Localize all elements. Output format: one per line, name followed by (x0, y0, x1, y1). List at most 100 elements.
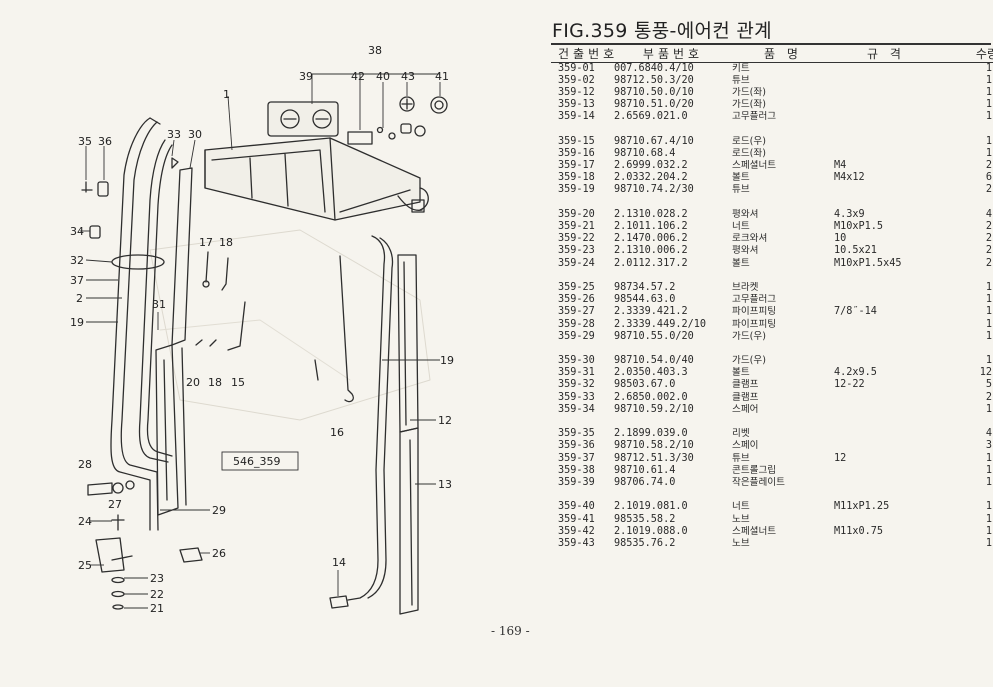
cell-spec: M10xP1.5x45 (834, 257, 902, 269)
header-part-name: 품 명 (732, 45, 834, 63)
cell-part-no: 2.1470.006.2 (614, 233, 688, 245)
cell-part-no: 98712.51.3/30 (614, 452, 694, 464)
cell-part-name: 볼트 (732, 367, 750, 379)
cell-part-name: 로드(좌) (732, 148, 766, 160)
cell-part-name: 브라켓 (732, 282, 759, 294)
cell-part-name: 노브 (732, 537, 750, 549)
cell-part-name: 리벳 (732, 428, 750, 440)
callout-24: 24 (78, 515, 92, 528)
cell-part-no: 2.1019.088.0 (614, 525, 688, 537)
callout-13: 13 (438, 478, 452, 491)
cell-index-no: 359-20 (558, 209, 595, 221)
cell-part-name: 고무플러그 (732, 294, 777, 306)
cell-spec: M4x12 (834, 172, 865, 184)
cell-part-no: 2.1310.006.2 (614, 245, 688, 257)
cell-part-name: 볼트 (732, 172, 750, 184)
cell-part-name: 평와셔 (732, 245, 759, 257)
cell-spec (834, 355, 938, 367)
cell-spec (834, 282, 938, 294)
table-row-spacer (551, 343, 993, 356)
cell-qty: 1 (985, 63, 992, 75)
callout-35: 35 (78, 135, 92, 148)
callout-23: 23 (150, 572, 164, 585)
guard-right (397, 254, 419, 615)
cell-index-no: 359-19 (558, 184, 595, 196)
cell-spec: 10 (834, 233, 847, 245)
callout-2: 2 (76, 292, 83, 305)
cell-qty: 4 (985, 428, 992, 440)
ac-housing (204, 137, 429, 221)
callout-30: 30 (188, 128, 202, 141)
cell-qty: 2 (985, 391, 992, 403)
callout-18-bottom: 18 (208, 376, 222, 389)
cell-part-no: 2.6850.002.0 (614, 391, 688, 403)
cell-qty: 3 (985, 440, 992, 452)
cell-part-no: 98734.57.2 (614, 282, 676, 294)
cell-index-no: 359-34 (558, 403, 595, 415)
cell-qty: 4 (985, 209, 992, 221)
cell-spec: M4 (834, 160, 847, 172)
cell-part-no: 2.1019.081.0 (614, 501, 688, 513)
cell-qty: 1 (985, 537, 992, 549)
callout-20: 20 (186, 376, 200, 389)
callout-17: 17 (199, 236, 213, 249)
callout-40: 40 (376, 70, 390, 83)
spacer-cell (551, 270, 993, 283)
cell-part-no: 98535.58.2 (614, 513, 676, 525)
cell-index-no: 359-25 (558, 282, 595, 294)
cell-qty: 6 (985, 172, 992, 184)
cell-spec (834, 136, 938, 148)
spacer-cell (551, 416, 993, 429)
callout-19-right: 19 (440, 354, 454, 367)
table-row-spacer (551, 123, 993, 136)
cell-index-no: 359-40 (558, 501, 595, 513)
callout-33: 33 (167, 128, 181, 141)
cell-index-no: 359-41 (558, 513, 595, 525)
cell-index-no: 359-31 (558, 367, 595, 379)
cell-index-no: 359-27 (558, 306, 595, 318)
cell-part-no: 98710.74.2/30 (614, 184, 694, 196)
cell-spec (834, 538, 938, 550)
header-part-no: 부품번호 (614, 45, 732, 63)
cell-qty: 2 (985, 184, 992, 196)
cell-qty: 1 (985, 282, 992, 294)
table-row-spacer (551, 270, 993, 283)
callout-39: 39 (299, 70, 313, 83)
cell-qty: 1 (985, 306, 992, 318)
cell-spec: 12 (834, 452, 847, 464)
table-row-spacer (551, 416, 993, 429)
cell-part-no: 2.1899.039.0 (614, 428, 688, 440)
title-rule (551, 43, 991, 45)
callout-26: 26 (212, 547, 226, 560)
cell-part-no: 2.6999.032.2 (614, 160, 688, 172)
cell-index-no: 359-18 (558, 172, 595, 184)
cell-spec (834, 148, 938, 160)
cell-part-no: 98710.50.0/10 (614, 87, 694, 99)
cell-qty: 1 (985, 111, 992, 123)
parts-diagram: 38 39 42 40 43 41 1 35 36 33 30 34 32 37… (70, 44, 454, 615)
table-row: 359-25 98734.57.2 브라켓 1 (551, 282, 993, 294)
cell-spec (834, 294, 938, 306)
cell-spec (834, 428, 938, 440)
callout-1: 1 (223, 88, 230, 101)
cell-index-no: 359-38 (558, 464, 595, 476)
cell-spec: M11xP1.25 (834, 501, 890, 513)
cell-qty: 2 (985, 221, 992, 233)
callout-28: 28 (78, 458, 92, 471)
callout-15: 15 (231, 376, 245, 389)
callout-36: 36 (98, 135, 112, 148)
cell-spec (834, 87, 938, 99)
spacer-cell (551, 123, 993, 136)
